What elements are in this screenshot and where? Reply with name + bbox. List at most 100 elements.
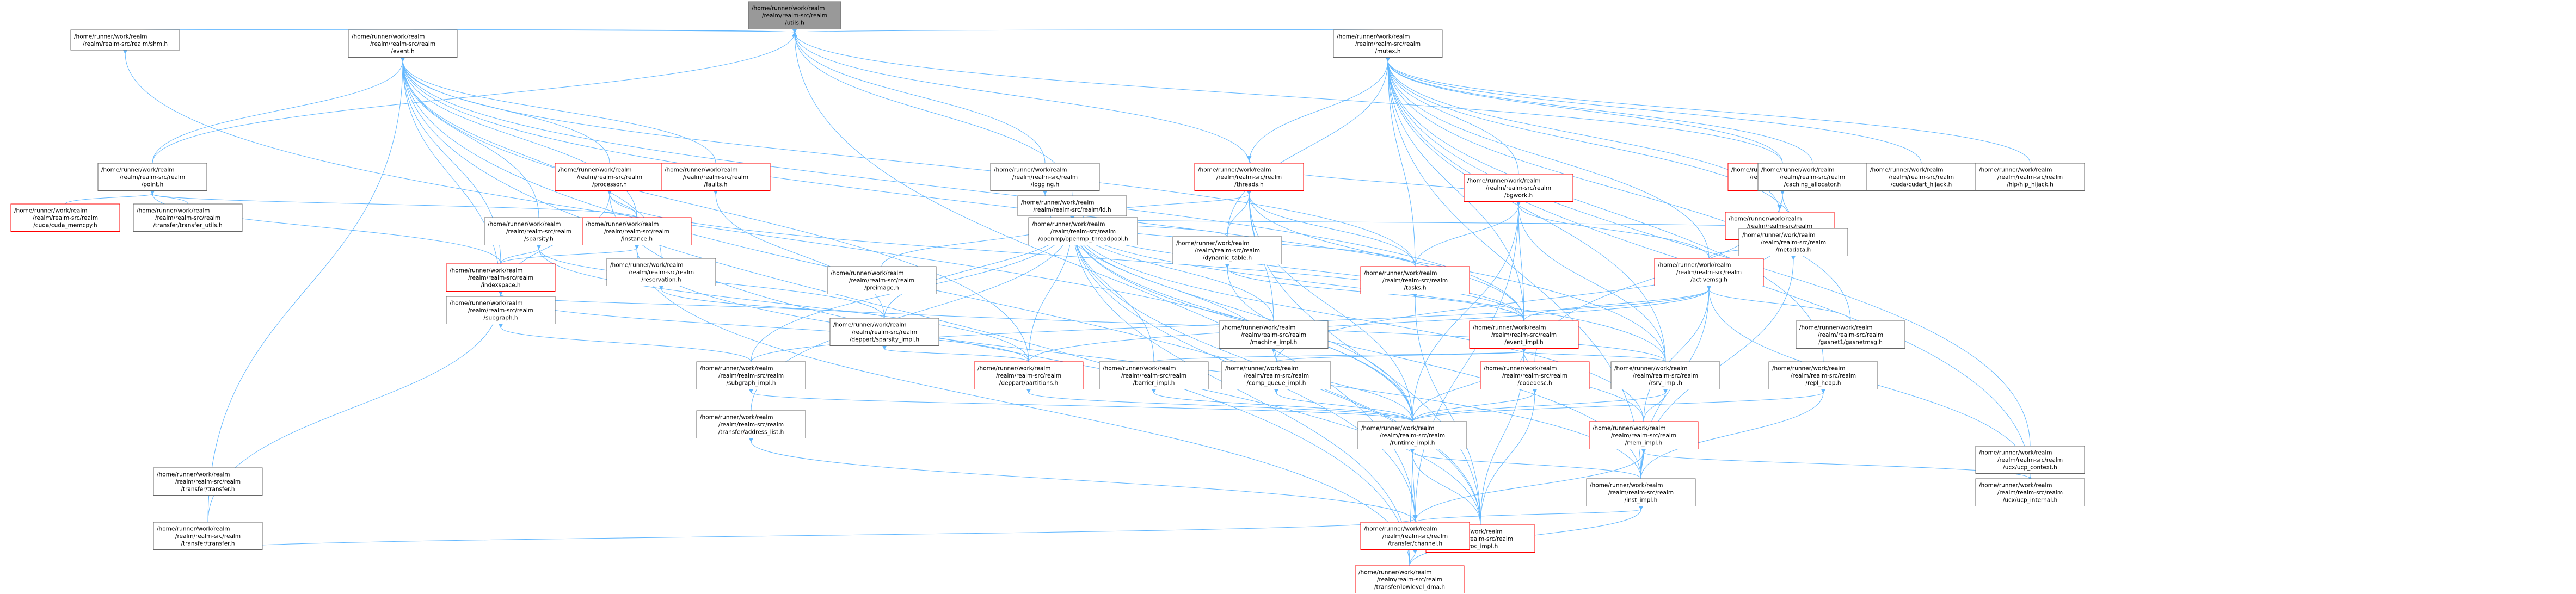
node-machine-impl[interactable]: /home/runner/work/realm/realm/realm-src/… [1219,320,1329,349]
node-point[interactable]: /home/runner/work/realm/realm/realm-src/… [97,163,207,191]
node-box[interactable] [1975,163,2085,191]
node-box[interactable] [1360,522,1470,550]
node-box[interactable] [1172,236,1282,264]
node-box[interactable] [1738,228,1848,256]
node-box[interactable] [1464,174,1573,202]
node-box[interactable] [1028,217,1138,245]
node-codedesc[interactable]: /home/runner/work/realm/realm/realm-src/… [1480,361,1590,389]
node-box[interactable] [97,163,207,191]
node-hip-hijack[interactable]: /home/runner/work/realm/realm/realm-src/… [1975,163,2085,191]
node-box[interactable] [696,361,806,389]
node-box[interactable] [1333,29,1443,58]
node-box[interactable] [661,163,771,191]
node-address-list[interactable]: /home/runner/work/realm/realm/realm-src/… [696,410,806,438]
node-transfer-transfer-top[interactable]: /home/runner/work/realm/realm/realm-src/… [153,467,263,496]
node-ucp-internal[interactable]: /home/runner/work/realm/realm/realm-src/… [1975,478,2085,506]
node-event-impl[interactable]: /home/runner/work/realm/realm/realm-src/… [1469,320,1579,349]
node-box[interactable] [1866,163,1976,191]
node-box[interactable] [446,263,556,292]
node-label-line: /repl_heap.h [1805,380,1841,387]
node-mem-impl[interactable]: /home/runner/work/realm/realm/realm-src/… [1589,421,1699,449]
node-box[interactable] [829,318,939,346]
node-inst-impl[interactable]: /home/runner/work/realm/realm/realm-src/… [1586,478,1696,506]
node-gasnetmsg[interactable]: /home/runner/work/realm/realm/realm-src/… [1796,320,1905,349]
node-box[interactable] [1099,361,1209,389]
node-utils[interactable]: /home/runner/work/realm/realm/realm-src/… [748,1,841,29]
node-cuda-memcpy[interactable]: /home/runner/work/realm/realm/realm-src/… [10,203,120,232]
node-openmp-threadpool[interactable]: /home/runner/work/realm/realm/realm-src/… [1028,217,1138,245]
node-box[interactable] [990,163,1100,191]
node-box[interactable] [446,296,556,324]
node-box[interactable] [606,258,716,286]
node-repl-heap[interactable]: /home/runner/work/realm/realm/realm-src/… [1768,361,1878,389]
node-mutex[interactable]: /home/runner/work/realm/realm/realm-src/… [1333,29,1443,58]
node-box[interactable] [1219,320,1329,349]
node-box[interactable] [827,266,937,294]
node-transfer-transfer[interactable]: /home/runner/work/realm/realm/realm-src/… [153,522,263,550]
node-reservation[interactable]: /home/runner/work/realm/realm/realm-src/… [606,258,716,286]
node-tasks[interactable]: /home/runner/work/realm/realm/realm-src/… [1360,266,1470,294]
node-indexspace[interactable]: /home/runner/work/realm/realm/realm-src/… [446,263,556,292]
node-box[interactable] [1480,361,1590,389]
node-logging[interactable]: /home/runner/work/realm/realm/realm-src/… [990,163,1100,191]
node-comp-queue-impl[interactable]: /home/runner/work/realm/realm/realm-src/… [1221,361,1331,389]
node-box[interactable] [1221,361,1331,389]
node-realm-id[interactable]: /home/runner/work/realm/realm/realm-src/… [1017,195,1127,216]
node-barrier-impl[interactable]: /home/runner/work/realm/realm/realm-src/… [1099,361,1209,389]
node-box[interactable] [484,217,594,245]
node-label-line: /deppart/partitions.h [999,380,1058,387]
node-box[interactable] [1360,266,1470,294]
node-box[interactable] [555,163,665,191]
node-caching-allocator[interactable]: /home/runner/work/realm/realm/realm-src/… [1757,163,1867,191]
node-rsrv-impl[interactable]: /home/runner/work/realm/realm/realm-src/… [1610,361,1720,389]
node-box[interactable] [1610,361,1720,389]
node-shm[interactable]: /home/runner/work/realm/realm/realm-src/… [70,29,180,51]
node-runtime-impl[interactable]: /home/runner/work/realm/realm/realm-src/… [1357,421,1467,449]
node-event[interactable]: /home/runner/work/realm/realm/realm-src/… [348,29,458,58]
node-bgwork[interactable]: /home/runner/work/realm/realm/realm-src/… [1464,174,1573,202]
node-box[interactable] [1589,421,1699,449]
node-box[interactable] [153,522,263,550]
node-box[interactable] [974,361,1084,389]
node-activemsg[interactable]: /home/runner/work/realm/realm/realm-src/… [1654,258,1764,286]
node-box[interactable] [1357,421,1467,449]
node-cudart-hijack[interactable]: /home/runner/work/realm/realm/realm-src/… [1866,163,1976,191]
node-sparsity[interactable]: /home/runner/work/realm/realm/realm-src/… [484,217,594,245]
node-subgraph[interactable]: /home/runner/work/realm/realm/realm-src/… [446,296,556,324]
node-box[interactable] [582,217,692,245]
node-faults[interactable]: /home/runner/work/realm/realm/realm-src/… [661,163,771,191]
edge-event-to-proc-impl [403,61,1481,525]
node-box[interactable] [348,29,458,58]
node-metadata[interactable]: /home/runner/work/realm/realm/realm-src/… [1738,228,1848,256]
node-box[interactable] [133,203,243,232]
node-box[interactable] [1757,163,1867,191]
node-box[interactable] [1586,478,1696,506]
node-dynamic-table[interactable]: /home/runner/work/realm/realm/realm-src/… [1172,236,1282,264]
node-channel[interactable]: /home/runner/work/realm/realm/realm-src/… [1360,522,1470,550]
node-box[interactable] [1975,445,2085,474]
node-preimage[interactable]: /home/runner/work/realm/realm/realm-src/… [827,266,937,294]
node-box[interactable] [153,467,263,496]
node-box[interactable] [1469,320,1579,349]
node-box[interactable] [748,1,841,29]
node-threads[interactable]: /home/runner/work/realm/realm/realm-src/… [1194,163,1304,191]
edge-mutex-to-dynamic-table [1227,61,1388,237]
node-box[interactable] [1975,478,2085,506]
node-box[interactable] [70,29,180,51]
node-processor[interactable]: /home/runner/work/realm/realm/realm-src/… [555,163,665,191]
node-box[interactable] [1017,195,1127,216]
node-box[interactable] [1355,565,1465,593]
node-deppart-sparsity-impl[interactable]: /home/runner/work/realm/realm/realm-src/… [829,318,939,346]
node-instance[interactable]: /home/runner/work/realm/realm/realm-src/… [582,217,692,245]
node-box[interactable] [1768,361,1878,389]
node-ucp-context[interactable]: /home/runner/work/realm/realm/realm-src/… [1975,445,2085,474]
node-box[interactable] [1654,258,1764,286]
node-box[interactable] [10,203,120,232]
node-subgraph-impl[interactable]: /home/runner/work/realm/realm/realm-src/… [696,361,806,389]
node-transfer-utils[interactable]: /home/runner/work/realm/realm/realm-src/… [133,203,243,232]
node-deppart-partitions[interactable]: /home/runner/work/realm/realm/realm-src/… [974,361,1084,389]
node-box[interactable] [696,410,806,438]
node-box[interactable] [1796,320,1905,349]
node-box[interactable] [1194,163,1304,191]
node-lowlevel-dma[interactable]: /home/runner/work/realm/realm/realm-src/… [1355,565,1465,593]
